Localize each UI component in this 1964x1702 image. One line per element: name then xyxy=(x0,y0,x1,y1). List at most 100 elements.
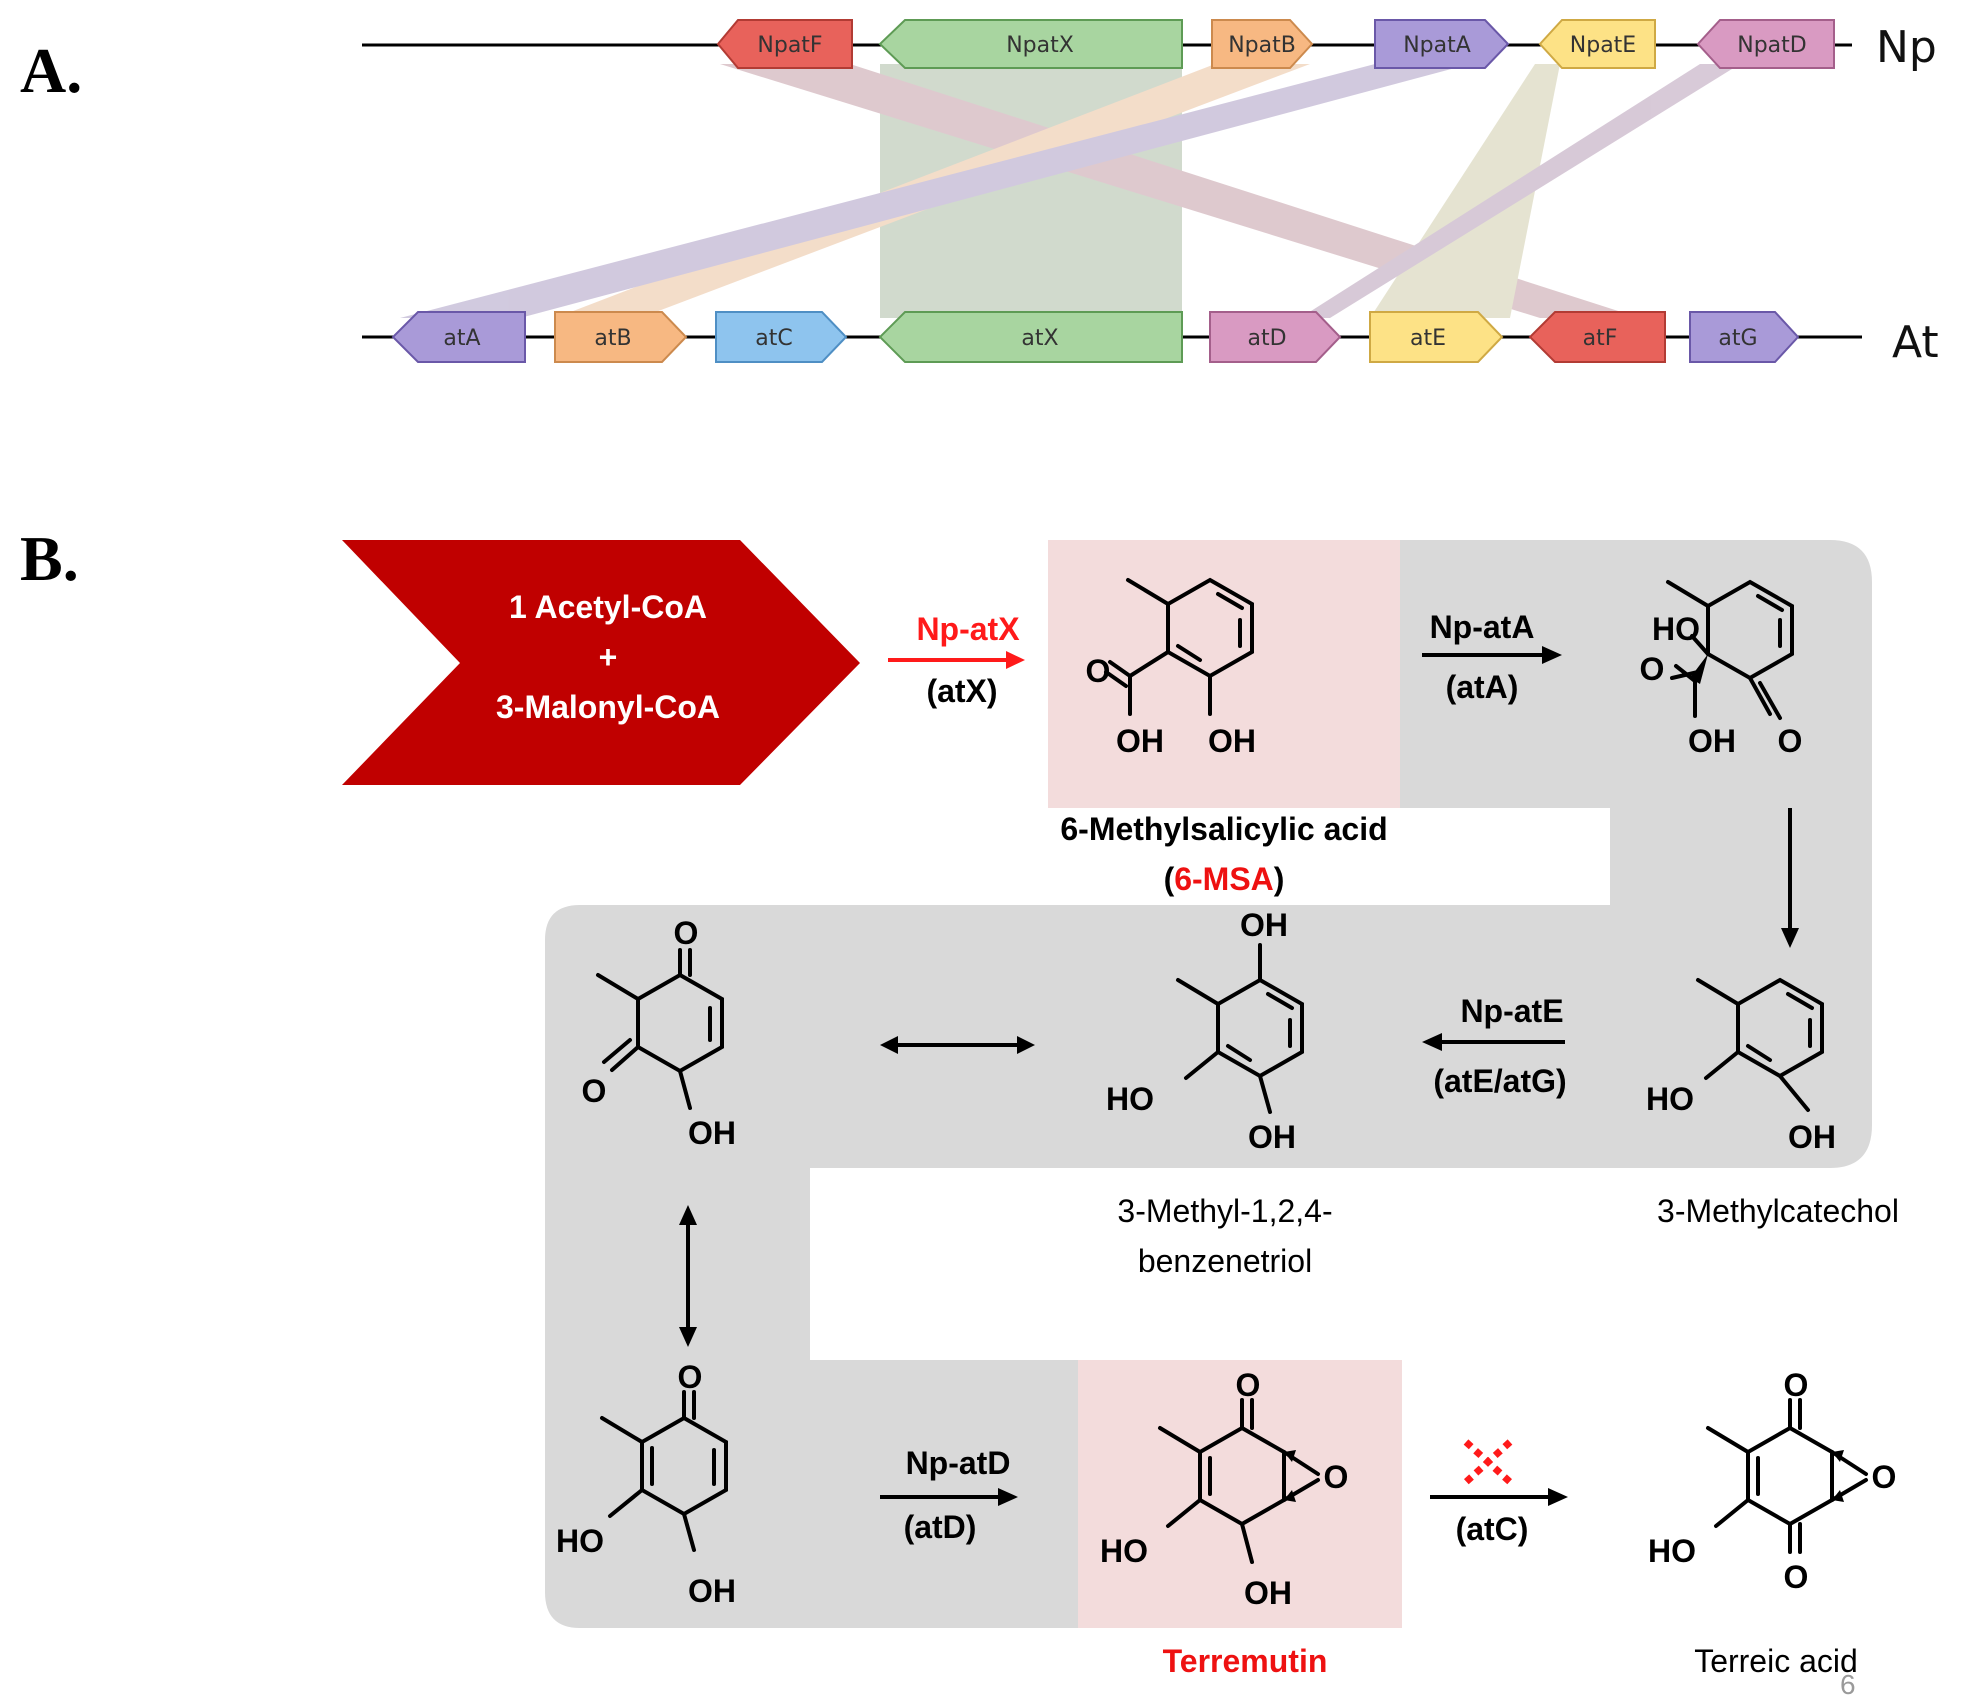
np-gene-track: NpatF NpatX NpatB NpatA NpatE NpatD xyxy=(716,19,1835,69)
substrate-chevron xyxy=(342,540,860,785)
atom-OH: OH xyxy=(1248,1119,1296,1155)
structure-3-methylcatechol: HO OH xyxy=(1646,977,1836,1155)
gene-label: atB xyxy=(594,326,631,351)
step-atX: Np-atX (atX) xyxy=(888,611,1025,709)
gene-NpatA[interactable]: NpatA xyxy=(1374,19,1510,69)
blocked-step-cross xyxy=(1463,1439,1513,1485)
gene-NpatE[interactable]: NpatE xyxy=(1538,19,1656,69)
gene-label: NpatA xyxy=(1403,33,1471,58)
arrowhead-step1 xyxy=(1006,651,1025,669)
arrowhead xyxy=(679,1205,697,1225)
step-atE: Np-atE (atE/atG) xyxy=(1422,993,1567,1099)
atom-OH: OH xyxy=(1788,1119,1836,1155)
gene-label: atG xyxy=(1718,326,1757,351)
link-atX xyxy=(880,64,1182,318)
atom-OH: OH xyxy=(688,1573,736,1609)
gene-atF[interactable]: atF xyxy=(1528,311,1666,363)
atom-OH: OH xyxy=(1208,723,1256,759)
enzyme-atA: (atA) xyxy=(1446,669,1519,705)
gene-label: atD xyxy=(1247,326,1286,351)
step-atC: (atC) xyxy=(1430,1439,1568,1547)
atom-HO: HO xyxy=(1648,1533,1696,1569)
atom-OH: OH xyxy=(1116,723,1164,759)
gene-label: atA xyxy=(443,326,480,351)
link-atF xyxy=(720,64,1640,318)
step-atA: Np-atA (atA) xyxy=(1422,609,1562,705)
enzyme-atC: (atC) xyxy=(1456,1511,1529,1547)
gene-NpatF[interactable]: NpatF xyxy=(716,19,853,69)
gene-NpatD[interactable]: NpatD xyxy=(1696,19,1835,69)
atom-O: O xyxy=(1778,723,1803,759)
np-track-label: Np xyxy=(1876,22,1937,73)
gene-atB[interactable]: atB xyxy=(554,311,688,363)
step-atD: Np-atD (atD) xyxy=(880,1445,1018,1545)
gene-label: NpatF xyxy=(757,33,822,58)
atom-O: O xyxy=(1784,1367,1809,1403)
substrate-malonyl-coa: 3-Malonyl-CoA xyxy=(496,689,720,725)
atom-O: O xyxy=(1086,653,1111,689)
atom-O: O xyxy=(582,1073,607,1109)
atom-O: O xyxy=(1236,1367,1261,1403)
gene-label: NpatE xyxy=(1570,33,1636,58)
enzyme-atE-atG: (atE/atG) xyxy=(1433,1063,1566,1099)
atom-HO: HO xyxy=(1106,1081,1154,1117)
structure-terremutin: O O HO OH xyxy=(1100,1367,1348,1611)
atom-HO: HO xyxy=(1652,611,1700,647)
gene-label: atX xyxy=(1021,326,1058,351)
enzyme-atX: (atX) xyxy=(926,673,997,709)
compound-name-6-msa: 6-Methylsalicylic acid xyxy=(1060,811,1387,847)
link-atB xyxy=(555,64,1310,318)
compound-name-terreic-acid: Terreic acid xyxy=(1694,1643,1858,1679)
compound-name-terremutin: Terremutin xyxy=(1163,1643,1328,1679)
arrowhead-step5 xyxy=(1548,1488,1568,1506)
arrowhead-step2 xyxy=(1542,646,1562,664)
gene-atD[interactable]: atD xyxy=(1209,311,1342,363)
link-atA xyxy=(400,64,1470,318)
atom-OH: OH xyxy=(1688,723,1736,759)
structure-enol-tautomer: O HO OH xyxy=(556,1359,736,1609)
link-atD xyxy=(1300,64,1740,318)
gene-label: NpatX xyxy=(1006,33,1074,58)
atom-OH: OH xyxy=(1240,907,1288,943)
structure-6-msa: O OH OH xyxy=(1086,577,1256,759)
substrate-acetyl-coa: 1 Acetyl-CoA xyxy=(509,589,707,625)
gene-atA[interactable]: atA xyxy=(391,311,526,363)
arrowhead xyxy=(1017,1036,1035,1054)
enzyme-np-atA: Np-atA xyxy=(1430,609,1535,645)
structure-benzenetriol: OH HO OH xyxy=(1106,907,1304,1155)
substrate-plus: + xyxy=(599,639,618,675)
compound-name-triol-line2: benzenetriol xyxy=(1138,1243,1312,1279)
enzyme-np-atE: Np-atE xyxy=(1460,993,1563,1029)
atom-O: O xyxy=(1872,1459,1897,1495)
gene-atX[interactable]: atX xyxy=(878,311,1183,363)
atom-HO: HO xyxy=(556,1523,604,1559)
homology-links xyxy=(400,64,1740,318)
gene-label: atF xyxy=(1583,326,1618,351)
compound-name-3-methylcatechol: 3-Methylcatechol xyxy=(1657,1193,1899,1229)
compound-name-triol-line1: 3-Methyl-1,2,4- xyxy=(1117,1193,1332,1229)
gene-atG[interactable]: atG xyxy=(1689,311,1800,363)
gene-NpatB[interactable]: NpatB xyxy=(1211,19,1314,69)
starting-substrates: 1 Acetyl-CoA + 3-Malonyl-CoA xyxy=(342,540,860,785)
arrowhead-step4 xyxy=(998,1488,1018,1506)
gene-atC[interactable]: atC xyxy=(715,311,848,363)
gene-label: NpatD xyxy=(1737,33,1806,58)
structure-dione-tautomer: O O OH xyxy=(582,915,736,1151)
atom-OH: OH xyxy=(1244,1575,1292,1611)
enzyme-np-atX: Np-atX xyxy=(916,611,1020,647)
pathway-background xyxy=(545,540,1872,1628)
atom-O: O xyxy=(1784,1559,1809,1595)
atom-O: O xyxy=(1324,1459,1349,1495)
arrowhead xyxy=(880,1036,898,1054)
atom-HO: HO xyxy=(1646,1081,1694,1117)
at-gene-track: atA atB atC atX atD atE atF atG xyxy=(391,311,1800,363)
panel-b-label: B. xyxy=(20,523,79,594)
compound-abbr-6-msa: (6-MSA) xyxy=(1164,861,1285,897)
atom-HO: HO xyxy=(1100,1533,1148,1569)
gene-NpatX[interactable]: NpatX xyxy=(878,19,1183,69)
structure-hydroxylated-intermediate: HO O OH O xyxy=(1640,579,1803,759)
at-track-label: At xyxy=(1892,317,1939,368)
atom-O: O xyxy=(678,1359,703,1395)
gene-atE[interactable]: atE xyxy=(1369,311,1504,363)
arrowhead xyxy=(679,1327,697,1347)
